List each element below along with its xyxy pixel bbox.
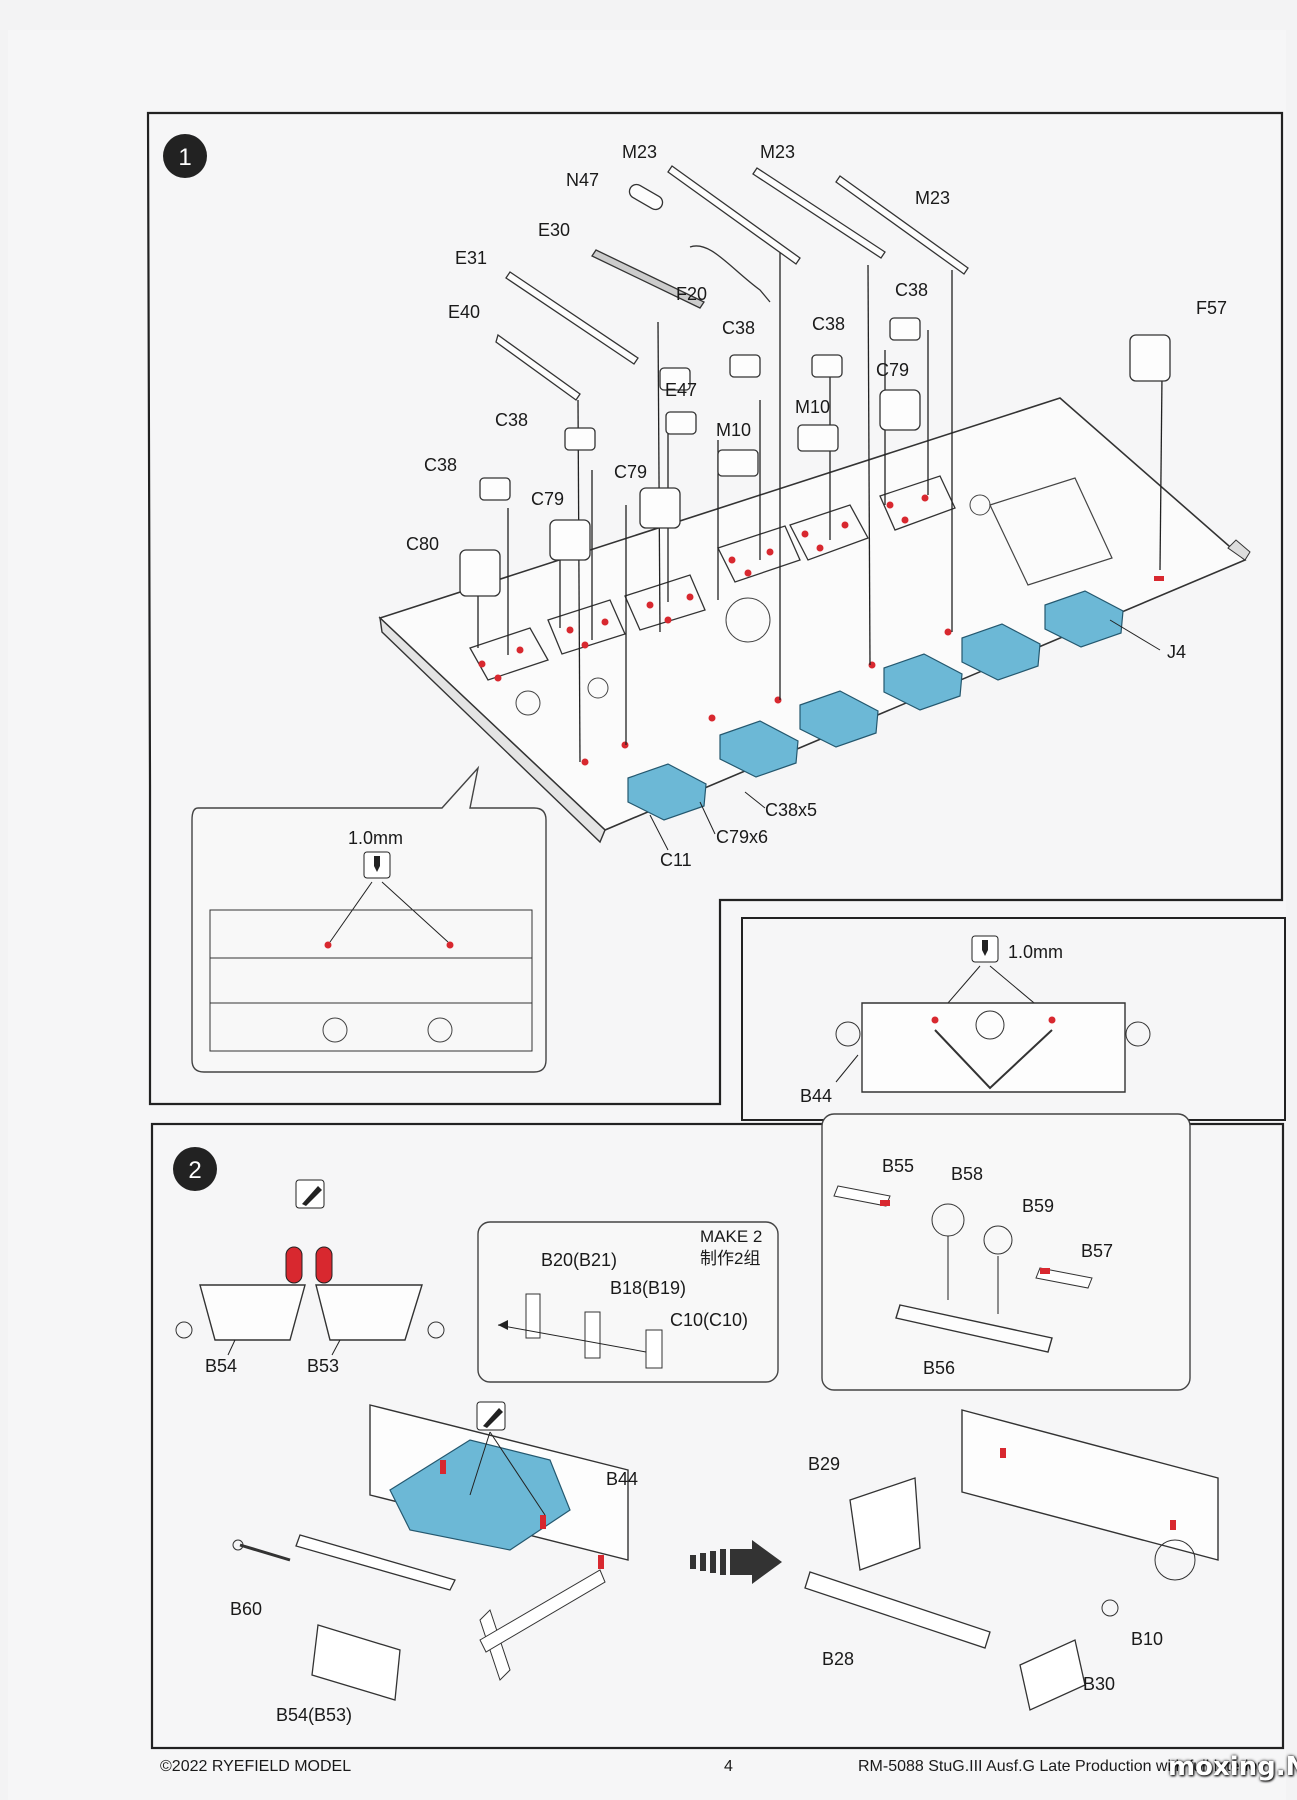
footer-title: RM-5088 StuG.III Ausf.G Late Production … [858, 1758, 1263, 1775]
label-m23-b: M23 [760, 142, 795, 162]
svg-text:B10: B10 [1131, 1629, 1163, 1649]
svg-text:B53: B53 [307, 1356, 339, 1376]
svg-text:C10(C10): C10(C10) [670, 1310, 748, 1330]
step2-assembly-right: B29 B28 B30 B10 [804, 1409, 1219, 1711]
label-c38-a: C38 [895, 280, 928, 300]
label-m10-a: M10 [795, 397, 830, 417]
knife-icon [476, 1401, 506, 1431]
label-m23-c: M23 [915, 188, 950, 208]
label-c38-b: C38 [812, 314, 845, 334]
footer-copyright: ©2022 RYEFIELD MODEL [160, 1758, 352, 1775]
label-c80: C80 [406, 534, 439, 554]
label-c38x5: C38x5 [765, 800, 817, 820]
knife-icon [295, 1179, 325, 1209]
svg-text:B18(B19): B18(B19) [610, 1278, 686, 1298]
svg-text:1.0mm: 1.0mm [1008, 942, 1063, 962]
label-e47: E47 [665, 380, 697, 400]
svg-text:B44: B44 [606, 1469, 638, 1489]
label-m10-b: M10 [716, 420, 751, 440]
label-n47: N47 [566, 170, 599, 190]
label-c79x6: C79x6 [716, 827, 768, 847]
highlight-parts [627, 590, 1124, 821]
svg-text:B60: B60 [230, 1599, 262, 1619]
label-c79-c: C79 [531, 489, 564, 509]
svg-text:B20(B21): B20(B21) [541, 1250, 617, 1270]
b44-detail: 1.0mm B44 [800, 935, 1151, 1106]
detail-drill-label: 1.0mm [348, 828, 403, 848]
svg-text:B30: B30 [1083, 1674, 1115, 1694]
b53-b54-group: B54 B53 [175, 1179, 445, 1376]
svg-text:2: 2 [188, 1157, 201, 1184]
svg-text:B29: B29 [808, 1454, 840, 1474]
loose-parts-step1 [459, 165, 1171, 597]
svg-text:MAKE 2: MAKE 2 [700, 1227, 762, 1246]
drill-icon [363, 851, 391, 879]
label-c38-e: C38 [424, 455, 457, 475]
page-number: 4 [724, 1758, 733, 1775]
label-c38-c: C38 [722, 318, 755, 338]
watermark: moxing.NET [1168, 1752, 1297, 1782]
label-c38-d: C38 [495, 410, 528, 430]
label-e40: E40 [448, 302, 480, 322]
svg-text:B54: B54 [205, 1356, 237, 1376]
svg-text:B59: B59 [1022, 1196, 1054, 1216]
drill-icon [971, 935, 999, 963]
step2-assembly-left: B44 B60 B54(B53) [230, 1401, 638, 1725]
make2-callout: MAKE 2 制作2组 B20(B21) B18(B19) C10(C10) [477, 1221, 779, 1383]
step2-frame [150, 1122, 1285, 1750]
step1-labels: M23 M23 M23 N47 E30 E31 F20 E40 C38 C38 … [406, 142, 1227, 870]
step2-badge: 2 [173, 1147, 217, 1191]
step1-frame [146, 111, 1284, 1106]
svg-text:B44: B44 [800, 1086, 832, 1106]
svg-text:B56: B56 [923, 1358, 955, 1378]
label-e31: E31 [455, 248, 487, 268]
label-j4: J4 [1167, 642, 1186, 662]
svg-text:B54(B53): B54(B53) [276, 1705, 352, 1725]
label-m23-a: M23 [622, 142, 657, 162]
label-f20: F20 [676, 284, 707, 304]
glue-marks [478, 494, 1164, 766]
arrow-right-icon [690, 1540, 782, 1584]
label-c11: C11 [660, 850, 692, 870]
svg-text:B55: B55 [882, 1156, 914, 1176]
svg-text:B58: B58 [951, 1164, 983, 1184]
svg-text:B57: B57 [1081, 1241, 1113, 1261]
svg-text:制作2组: 制作2组 [700, 1249, 760, 1268]
step1-detail-frame-b44 [741, 917, 1286, 1121]
label-c79-a: C79 [876, 360, 909, 380]
label-c79-b: C79 [614, 462, 647, 482]
svg-text:B28: B28 [822, 1649, 854, 1669]
label-f57: F57 [1196, 298, 1227, 318]
b55-b59-callout: B55 B58 B59 B57 B56 [821, 1113, 1191, 1391]
label-e30: E30 [538, 220, 570, 240]
svg-text:1: 1 [178, 144, 191, 171]
step1-detail-callout: 1.0mm [191, 765, 547, 1073]
step1-badge: 1 [163, 134, 207, 178]
leaders-step1 [649, 619, 1161, 851]
hull-floor [378, 397, 1251, 844]
